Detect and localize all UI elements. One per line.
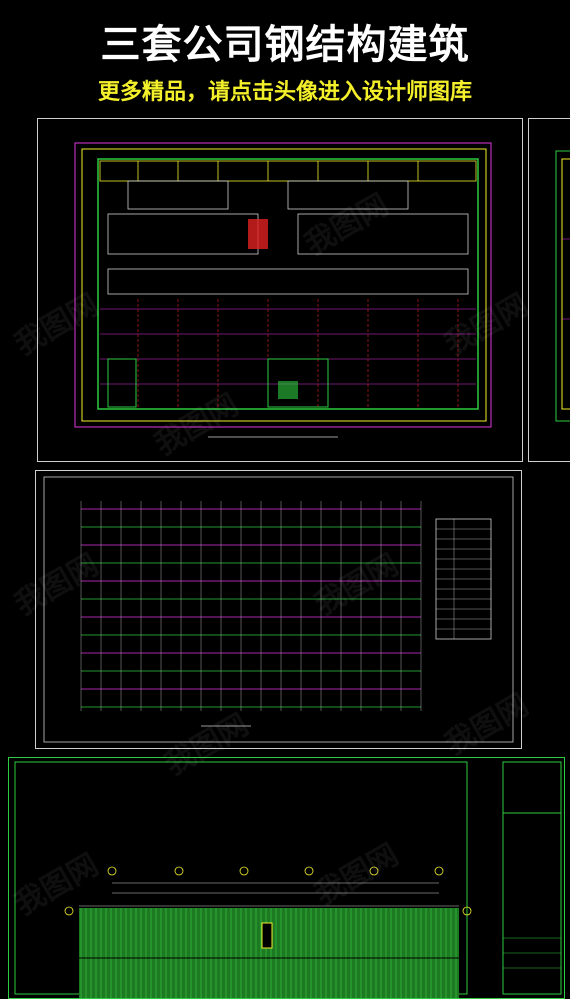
cad-site-plan-drawing xyxy=(37,118,523,462)
cad-column-grid-drawing xyxy=(35,470,522,749)
page-title: 三套公司钢结构建筑 xyxy=(100,22,470,68)
cad-site-plan-drawing-partial xyxy=(528,118,570,462)
page-subtitle: 更多精品，请点击头像进入设计师图库 xyxy=(97,80,472,105)
